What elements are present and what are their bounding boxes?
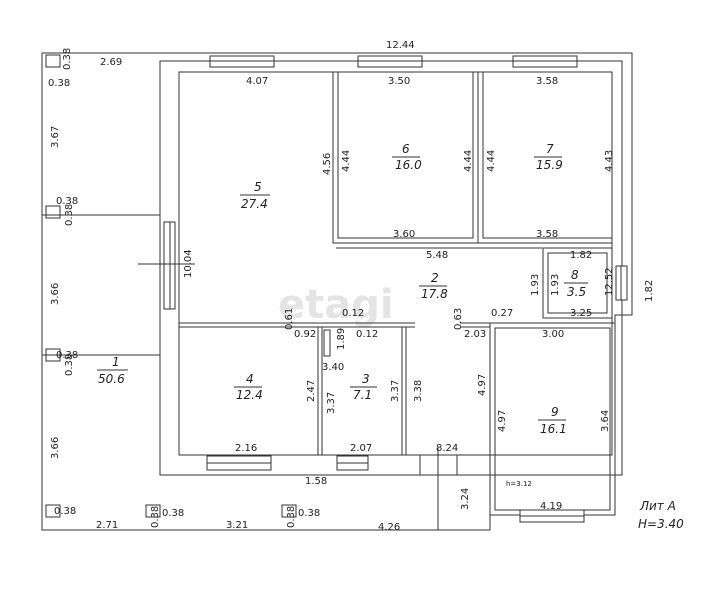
dim-label: 3.00 — [542, 329, 564, 340]
room-4-area: 12.4 — [236, 388, 263, 402]
dim-label: 0.61 — [284, 308, 295, 330]
dim-label: 10.04 — [183, 249, 194, 278]
dim-label: 0.38 — [62, 48, 73, 70]
dim-label: 4.07 — [246, 76, 268, 87]
dim-label: 0.38 — [64, 204, 75, 226]
dim-label: 0.38 — [56, 350, 78, 361]
dim-label: 1.93 — [530, 274, 541, 296]
dim-label: 4.97 — [497, 410, 508, 432]
dim-label: 2.71 — [96, 520, 118, 531]
dim-label: 3.67 — [50, 126, 61, 148]
room-9-number: 9 — [551, 405, 559, 419]
room-9-area: 16.1 — [540, 422, 567, 436]
dim-label: 8.24 — [436, 443, 458, 454]
dim-label: 2.07 — [350, 443, 372, 454]
yard-marks — [45, 54, 297, 518]
dim-label: 3.38 — [413, 380, 424, 402]
dim-label: 2.69 — [100, 57, 122, 68]
lit-label: Лит А — [639, 499, 676, 513]
room-7-area: 15.9 — [536, 158, 563, 172]
room-labels: 1 50.6 2 17.8 3 7.1 4 12.4 5 27.4 6 16.0… — [97, 142, 588, 436]
room-2-number: 2 — [431, 271, 439, 285]
dim-label: 0.38 — [298, 508, 320, 519]
room-2-area: 17.8 — [421, 287, 448, 301]
room-7-number: 7 — [546, 142, 554, 156]
walls — [41, 52, 633, 531]
dim-label: 3.21 — [226, 520, 248, 531]
dim-label: 0.38 — [162, 508, 184, 519]
small-height-label: h=3.12 — [506, 480, 532, 488]
dim-label: 4.56 — [322, 153, 333, 175]
dim-label: 0.12 — [356, 329, 378, 340]
dim-label: 2.16 — [235, 443, 257, 454]
dim-label: 3.50 — [388, 76, 410, 87]
dim-label: 3.37 — [326, 392, 337, 414]
dim-label: 3.66 — [50, 437, 61, 459]
dim-label: 3.66 — [50, 283, 61, 305]
dim-label: 0.38 — [286, 506, 297, 528]
room-5-area: 27.4 — [241, 197, 268, 211]
dim-label: 4.44 — [341, 150, 352, 172]
dim-label: 3.40 — [322, 362, 344, 373]
room-8-number: 8 — [571, 268, 579, 282]
dimension-labels: 12.44 2.69 0.38 0.38 3.67 0.38 0.38 3.66… — [48, 40, 655, 533]
room-3-area: 7.1 — [353, 388, 372, 402]
dim-label: 12.44 — [386, 40, 415, 51]
dim-label: 3.24 — [460, 488, 471, 510]
dim-label: 1.82 — [570, 250, 592, 261]
dim-label: 1.89 — [336, 328, 347, 350]
room-6-area: 16.0 — [395, 158, 422, 172]
dim-label: 4.44 — [486, 150, 497, 172]
height-label: H=3.40 — [638, 517, 684, 531]
dim-label: 0.38 — [64, 354, 75, 376]
room-3-number: 3 — [362, 372, 370, 386]
dim-label: 4.43 — [604, 150, 615, 172]
dim-label: 0.38 — [56, 196, 78, 207]
dim-label: 1.93 — [550, 274, 561, 296]
room-6-number: 6 — [402, 142, 410, 156]
dim-label: 3.64 — [600, 410, 611, 432]
dim-label: 3.60 — [393, 229, 415, 240]
dim-label: 1.58 — [305, 476, 327, 487]
room-1-number: 1 — [112, 355, 120, 369]
dim-label: 5.48 — [426, 250, 448, 261]
dim-label: 0.38 — [48, 78, 70, 89]
dim-label: 0.38 — [150, 506, 161, 528]
dim-label: 4.97 — [477, 374, 488, 396]
dim-label: 4.44 — [463, 150, 474, 172]
dim-label: 4.26 — [378, 522, 400, 533]
watermark: etagi — [278, 282, 394, 328]
dim-label: 3.58 — [536, 229, 558, 240]
dim-label: 1.82 — [644, 280, 655, 302]
dim-label: 0.92 — [294, 329, 316, 340]
dim-label: 3.58 — [536, 76, 558, 87]
windows — [163, 55, 628, 523]
room-5-number: 5 — [254, 180, 262, 194]
dim-label: 2.47 — [306, 380, 317, 402]
dim-label: 3.25 — [570, 308, 592, 319]
room-4-number: 4 — [246, 372, 254, 386]
dim-label: 4.19 — [540, 501, 562, 512]
dim-label: 12.52 — [604, 267, 615, 296]
dim-label: 0.63 — [453, 308, 464, 330]
dim-label: 0.27 — [491, 308, 513, 319]
dim-label: 0.12 — [342, 308, 364, 319]
dim-label: 2.03 — [464, 329, 486, 340]
room-1-area: 50.6 — [98, 372, 125, 386]
room-8-area: 3.5 — [567, 285, 586, 299]
doors — [138, 242, 544, 357]
dim-label: 0.38 — [54, 506, 76, 517]
dim-label: 3.37 — [390, 380, 401, 402]
